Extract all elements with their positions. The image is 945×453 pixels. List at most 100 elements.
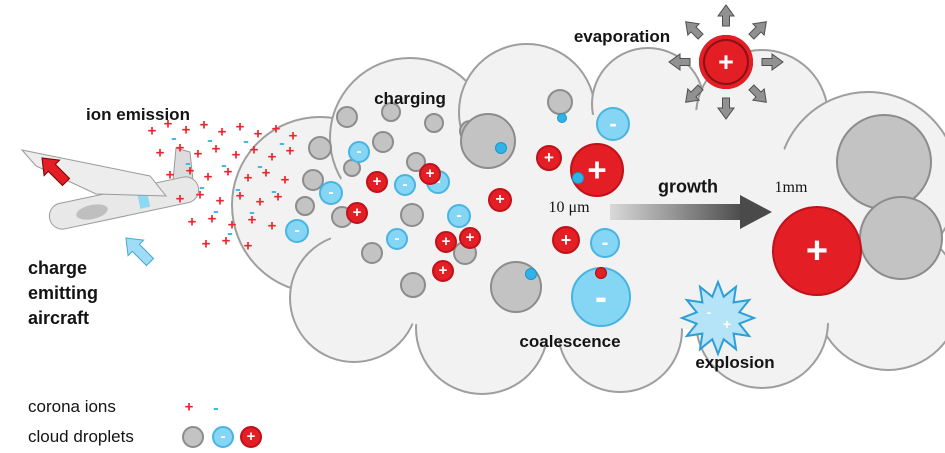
corona-ion-plus: +: [288, 127, 298, 145]
corona-ion-plus: +: [147, 122, 157, 140]
droplet-gray: [381, 102, 401, 122]
droplet-red: +: [488, 188, 512, 212]
corona-ion-minus: -: [185, 153, 191, 173]
droplet-gray: [547, 89, 573, 115]
corona-ion-plus: +: [199, 116, 209, 134]
droplet-gray: [836, 114, 932, 210]
droplet-gray: [372, 131, 394, 153]
droplet-red: +: [346, 202, 368, 224]
droplet-red: +: [772, 206, 862, 296]
droplet-red: +: [552, 226, 580, 254]
corona-ion-plus: +: [267, 217, 277, 235]
label-line-charge: charge: [28, 258, 88, 278]
droplet-red: +: [432, 260, 454, 282]
corona-ion-plus: +: [235, 118, 245, 136]
droplet-dotb: [557, 113, 567, 123]
corona-ion-plus: +: [203, 168, 213, 186]
corona-ion-plus: +: [193, 145, 203, 163]
droplet-red: +: [366, 171, 388, 193]
legend-label-corona-ions: corona ions: [28, 397, 116, 416]
corona-ion-plus: +: [175, 139, 185, 157]
corona-ion-minus: -: [271, 181, 277, 201]
corona-ion-plus: +: [235, 187, 245, 205]
corona-ion-minus: -: [171, 128, 177, 148]
droplet-blue: -: [386, 228, 408, 250]
droplet-gray: [460, 113, 516, 169]
droplet-red: +: [536, 145, 562, 171]
corona-ion-minus: -: [221, 155, 227, 175]
explosion-plus-symbol: +: [722, 316, 732, 332]
corona-ion-plus: +: [223, 163, 233, 181]
legend-droplet-red: +: [240, 426, 262, 448]
corona-ion-plus: +: [249, 141, 259, 159]
droplet-gray: [400, 203, 424, 227]
corona-ion-plus: +: [261, 164, 271, 182]
droplet-dotb: [572, 172, 584, 184]
corona-ion-plus: +: [247, 211, 257, 229]
label-ion-emission: ion emission: [86, 105, 190, 124]
label-charging: charging: [374, 89, 446, 108]
corona-ion-minus: -: [235, 179, 241, 199]
corona-ion-minus: -: [249, 202, 255, 222]
explosion-minus-symbol: -: [706, 304, 712, 320]
corona-ion-plus: +: [215, 192, 225, 210]
label-growth: growth: [658, 176, 718, 197]
corona-ion-plus: +: [273, 188, 283, 206]
corona-ion-plus: +: [285, 142, 295, 160]
corona-ion-minus: -: [279, 133, 285, 153]
corona-ion-minus: -: [199, 177, 205, 197]
corona-ion-plus: +: [217, 123, 227, 141]
droplet-red: +: [459, 227, 481, 249]
corona-ion-plus: +: [165, 166, 175, 184]
label-line-emitting: emitting: [28, 283, 98, 303]
corona-ion-plus: +: [243, 169, 253, 187]
legend-droplet-blue: -: [212, 426, 234, 448]
corona-ion-minus: -: [213, 201, 219, 221]
droplet-blue: -: [590, 228, 620, 258]
label-coalescence: coalescence: [519, 332, 621, 351]
label-size-small: 10 μm: [548, 199, 590, 216]
droplet-red: +: [419, 163, 441, 185]
evaporation-droplet: +: [699, 35, 753, 89]
corona-ion-plus: +: [163, 115, 173, 133]
corona-ion-minus: -: [243, 131, 249, 151]
droplet-blue: -: [319, 181, 343, 205]
droplet-gray: [424, 113, 444, 133]
droplet-gray: [336, 106, 358, 128]
corona-ion-plus: +: [255, 193, 265, 211]
droplet-red: +: [435, 231, 457, 253]
droplet-blue: -: [348, 141, 370, 163]
corona-ion-plus: +: [211, 140, 221, 158]
corona-ion-plus: +: [267, 148, 277, 166]
droplet-blue: -: [447, 204, 471, 228]
label-evaporation: evaporation: [573, 27, 671, 46]
corona-ion-minus: -: [227, 223, 233, 243]
evaporation-plus-symbol: +: [718, 47, 734, 77]
droplet-gray: [308, 136, 332, 160]
legend-label-cloud-droplets: cloud droplets: [28, 427, 134, 446]
corona-ion-plus: +: [231, 146, 241, 164]
corona-ion-plus: +: [185, 162, 195, 180]
corona-ion-plus: +: [187, 213, 197, 231]
corona-ion-plus: +: [181, 121, 191, 139]
droplet-gray: [400, 272, 426, 298]
label-charge-emitting-aircraft: charge emitting aircraft: [28, 256, 98, 331]
droplet-gray: [295, 196, 315, 216]
legend-droplet-gray: [182, 426, 204, 448]
corona-ion-plus: +: [243, 237, 253, 255]
corona-ion-plus: +: [280, 171, 290, 189]
droplet-blue: -: [285, 219, 309, 243]
corona-ion-plus: +: [195, 186, 205, 204]
droplet-dotr: [595, 267, 607, 279]
corona-ion-plus: +: [253, 125, 263, 143]
droplet-dotb: [525, 268, 537, 280]
droplet-dotb: [495, 142, 507, 154]
corona-ion-plus: +: [227, 216, 237, 234]
corona-ion-minus: -: [257, 156, 263, 176]
corona-ion-plus: +: [207, 210, 217, 228]
droplet-gray: [859, 196, 943, 280]
label-line-aircraft: aircraft: [28, 308, 90, 328]
